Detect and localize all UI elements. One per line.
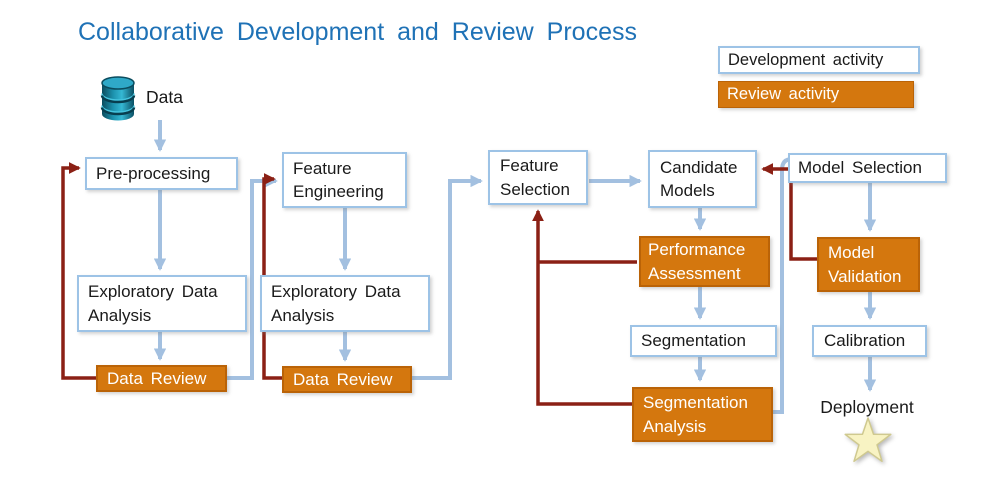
node-pre-processing: Pre-processing <box>85 157 238 190</box>
node-label: Candidate Models <box>660 157 738 200</box>
node-label: Data Review <box>293 369 393 389</box>
node-label: Exploratory Data Analysis <box>271 282 401 325</box>
node-label: Segmentation <box>641 331 746 351</box>
node-segmentation: Segmentation <box>630 325 777 357</box>
node-label: Data Review <box>107 368 207 388</box>
arrow-datareview2-to-featureselection <box>412 174 483 380</box>
node-feature-selection: Feature Selection <box>488 150 588 205</box>
arrow-seganalysis-to-featureselection <box>532 209 632 406</box>
node-label: Exploratory Data Analysis <box>88 282 218 325</box>
legend-development-label: Development activity <box>728 50 884 69</box>
node-model-validation: Model Validation <box>817 237 920 292</box>
node-exploratory-data-analysis-2: Exploratory Data Analysis <box>260 275 430 332</box>
deployment-star-icon <box>842 415 894 470</box>
legend-review-label: Review activity <box>727 85 840 103</box>
node-model-selection: Model Selection <box>788 153 947 183</box>
node-label: Model Validation <box>828 243 902 286</box>
node-label: Segmentation Analysis <box>643 393 748 436</box>
legend-development-activity: Development activity <box>718 46 920 74</box>
node-data-review-1: Data Review <box>96 365 227 392</box>
node-label: Feature Selection <box>500 156 570 199</box>
node-performance-assessment: Performance Assessment <box>639 236 770 287</box>
data-source-label: Data <box>146 87 183 107</box>
node-label: Pre-processing <box>96 163 211 183</box>
deployment-label: Deployment <box>820 397 914 417</box>
page-title: Collaborative Development and Review Pro… <box>78 18 637 46</box>
node-label: Calibration <box>824 331 906 351</box>
node-label: Performance Assessment <box>648 240 746 283</box>
node-segmentation-analysis: Segmentation Analysis <box>632 387 773 442</box>
arrow-validation-to-candidatemodels <box>761 163 817 261</box>
node-exploratory-data-analysis-1: Exploratory Data Analysis <box>77 275 247 332</box>
node-data-review-2: Data Review <box>282 366 412 393</box>
node-feature-engineering: Feature Engineering <box>282 152 407 208</box>
node-label: Model Selection <box>798 158 922 178</box>
database-icon <box>99 75 137 127</box>
arrow-datareview1-to-preprocessing <box>61 162 96 380</box>
node-calibration: Calibration <box>812 325 927 357</box>
legend-review-activity: Review activity <box>718 81 914 108</box>
node-candidate-models: Candidate Models <box>648 150 757 208</box>
node-label: Feature Engineering <box>293 158 384 201</box>
